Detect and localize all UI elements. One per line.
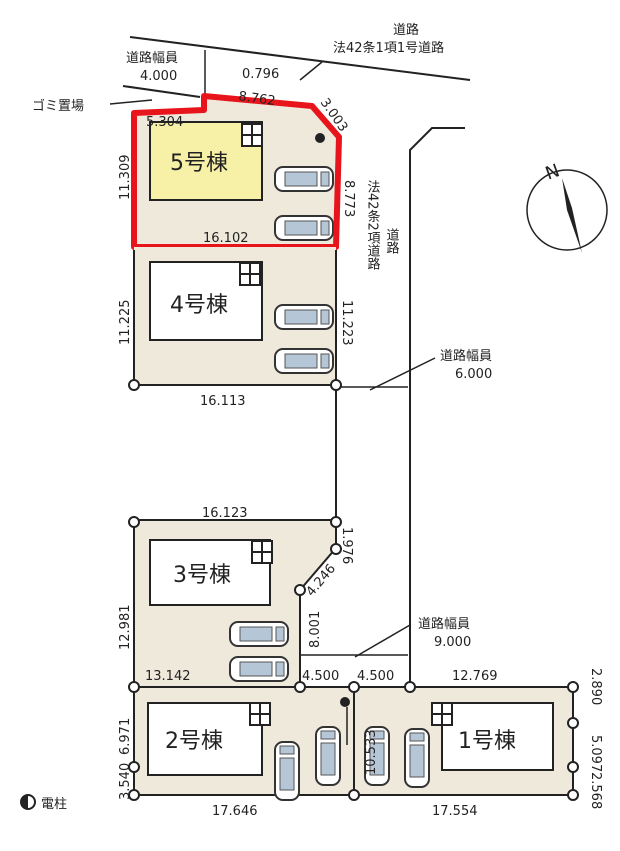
building-label: 3号棟 [173, 563, 231, 588]
legend-utility-pole: 電柱 [20, 794, 67, 812]
car-icon [274, 348, 334, 374]
window-grid-icon [249, 702, 271, 726]
svg-text:16.102: 16.102 [203, 231, 249, 246]
road-width-mid: 6.000 [455, 367, 492, 382]
car-icon [229, 656, 289, 682]
svg-text:2.568: 2.568 [588, 772, 603, 809]
car-icon [274, 741, 300, 801]
boundary-points [128, 681, 579, 801]
window-grid-icon [251, 540, 273, 564]
svg-text:12.981: 12.981 [118, 605, 133, 651]
svg-text:4.500: 4.500 [357, 669, 394, 684]
svg-text:11.309: 11.309 [118, 155, 133, 201]
road-width-label-mid: 道路幅員 [440, 348, 492, 364]
building-label: 4号棟 [170, 293, 228, 318]
svg-text:5.097: 5.097 [588, 735, 603, 772]
svg-text:16.123: 16.123 [202, 506, 248, 521]
svg-text:1.976: 1.976 [339, 527, 354, 564]
car-icon [229, 621, 289, 647]
svg-text:6.971: 6.971 [118, 718, 133, 755]
svg-text:0.796: 0.796 [242, 67, 279, 82]
window-grid-icon [241, 123, 263, 147]
building-label: 2号棟 [165, 729, 223, 754]
north-arrow-icon: N [526, 160, 608, 253]
svg-text:11.223: 11.223 [339, 300, 354, 346]
svg-text:5.304: 5.304 [146, 115, 183, 130]
svg-text:3.540: 3.540 [118, 763, 133, 800]
utility-pole-icon [340, 697, 350, 707]
car-icon [274, 166, 334, 192]
svg-text:電柱: 電柱 [41, 797, 67, 812]
road-width-label-bottom: 道路幅員 [418, 616, 470, 632]
lot-1[interactable]: 1号棟 [353, 686, 574, 796]
svg-text:4.500: 4.500 [302, 669, 339, 684]
car-icon [315, 726, 341, 786]
svg-text:12.769: 12.769 [452, 669, 498, 684]
car-icon [274, 304, 334, 330]
road-width-label-top: 道路幅員 [126, 50, 178, 66]
svg-text:17.554: 17.554 [432, 804, 478, 819]
window-grid-icon [431, 702, 453, 726]
svg-text:13.142: 13.142 [145, 669, 191, 684]
garbage-area-label: ゴミ置場 [32, 98, 84, 114]
road-title: 道路 [393, 22, 419, 38]
road-type-side-2: 道路 [384, 228, 400, 254]
lot-2[interactable]: 2号棟 [133, 686, 355, 801]
road-lines [122, 36, 471, 685]
road-type-top: 法42条1項1号道路 [333, 40, 444, 56]
svg-text:8.773: 8.773 [341, 180, 356, 217]
car-icon [274, 215, 334, 241]
car-icon [404, 728, 430, 788]
lot-4[interactable]: 4号棟 [128, 247, 342, 391]
svg-text:10.533: 10.533 [364, 730, 379, 776]
svg-text:17.646: 17.646 [212, 804, 258, 819]
svg-text:2.890: 2.890 [588, 668, 603, 705]
lot-3[interactable]: 3号棟 [128, 516, 342, 688]
building-label: 5号棟 [170, 151, 228, 176]
window-grid-icon [239, 262, 261, 286]
utility-pole-icon [315, 133, 325, 143]
road-width-bottom: 9.000 [434, 635, 471, 650]
svg-text:8.762: 8.762 [237, 89, 276, 109]
svg-text:8.001: 8.001 [308, 611, 323, 648]
road-width-top: 4.000 [140, 69, 177, 84]
building-label: 1号棟 [458, 729, 516, 754]
svg-text:16.113: 16.113 [200, 394, 246, 409]
svg-text:11.225: 11.225 [118, 300, 133, 346]
lot-5[interactable]: 5号棟 [131, 93, 342, 250]
road-type-side: 法42条2項道路 [365, 180, 381, 270]
